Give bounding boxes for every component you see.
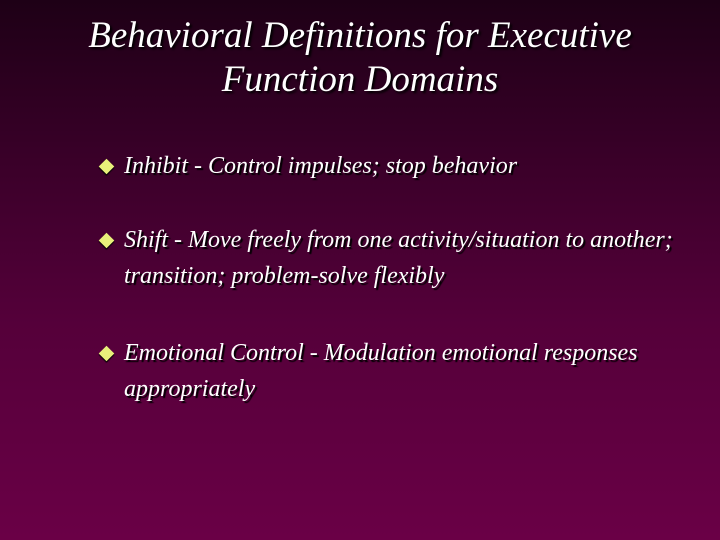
bullet-item-emotional-control: Emotional Control - Modulation emotional… [98,335,680,407]
slide-title: Behavioral Definitions for Executive Fun… [0,14,720,102]
bullet-text: Shift - Move freely from one activity/si… [124,227,673,289]
bullet-text: Inhibit - Control impulses; stop behavio… [124,153,518,179]
diamond-icon [98,158,115,175]
bullet-item-inhibit: Inhibit - Control impulses; stop behavio… [98,148,680,184]
bullet-list: Inhibit - Control impulses; stop behavio… [98,148,680,407]
bullet-item-shift: Shift - Move freely from one activity/si… [98,222,680,294]
title-line-1: Behavioral Definitions for Executive [88,15,632,56]
title-line-2: Function Domains [221,59,499,100]
bullet-text: Emotional Control - Modulation emotional… [124,340,638,402]
diamond-icon [98,232,115,249]
diamond-icon [98,345,115,362]
